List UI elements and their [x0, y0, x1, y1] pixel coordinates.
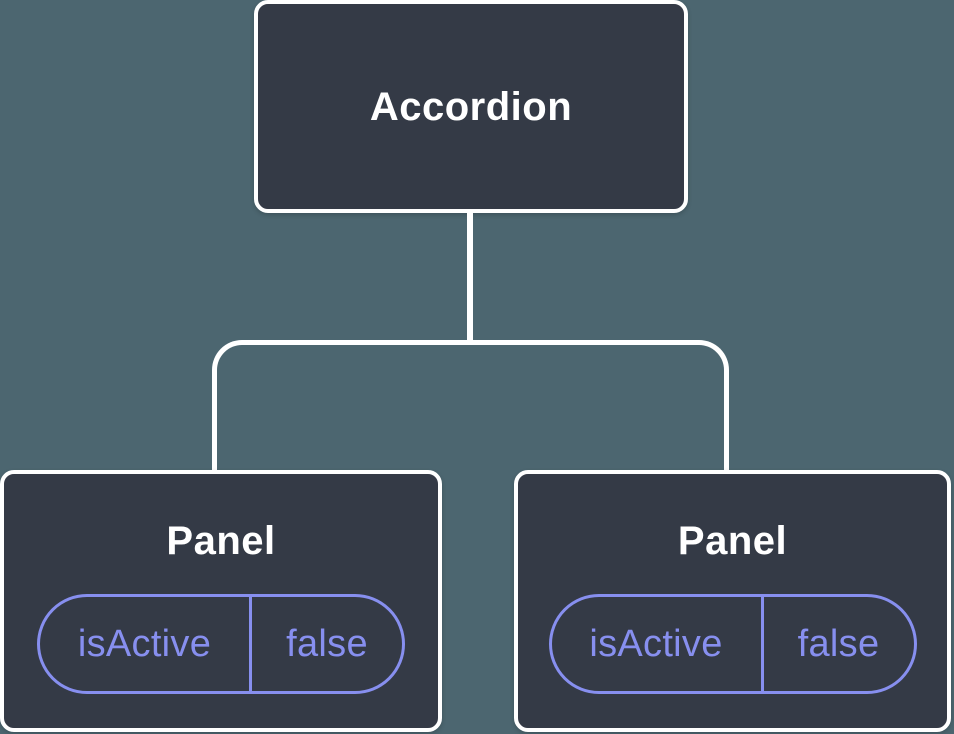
panel-node-label: Panel [166, 519, 276, 563]
panel-node-left: Panel isActive false [0, 470, 442, 732]
state-pill: isActive false [37, 594, 405, 694]
state-key: isActive [552, 597, 764, 691]
accordion-node: Accordion [254, 0, 688, 213]
state-key: isActive [40, 597, 252, 691]
panel-node-right: Panel isActive false [514, 470, 951, 732]
state-value: false [797, 622, 880, 665]
connector-stem [467, 213, 473, 344]
connector-branch [212, 340, 729, 470]
state-value: false [286, 622, 368, 665]
panel-node-label: Panel [677, 519, 788, 563]
accordion-node-label: Accordion [369, 84, 573, 129]
state-pill: isActive false [548, 594, 917, 694]
